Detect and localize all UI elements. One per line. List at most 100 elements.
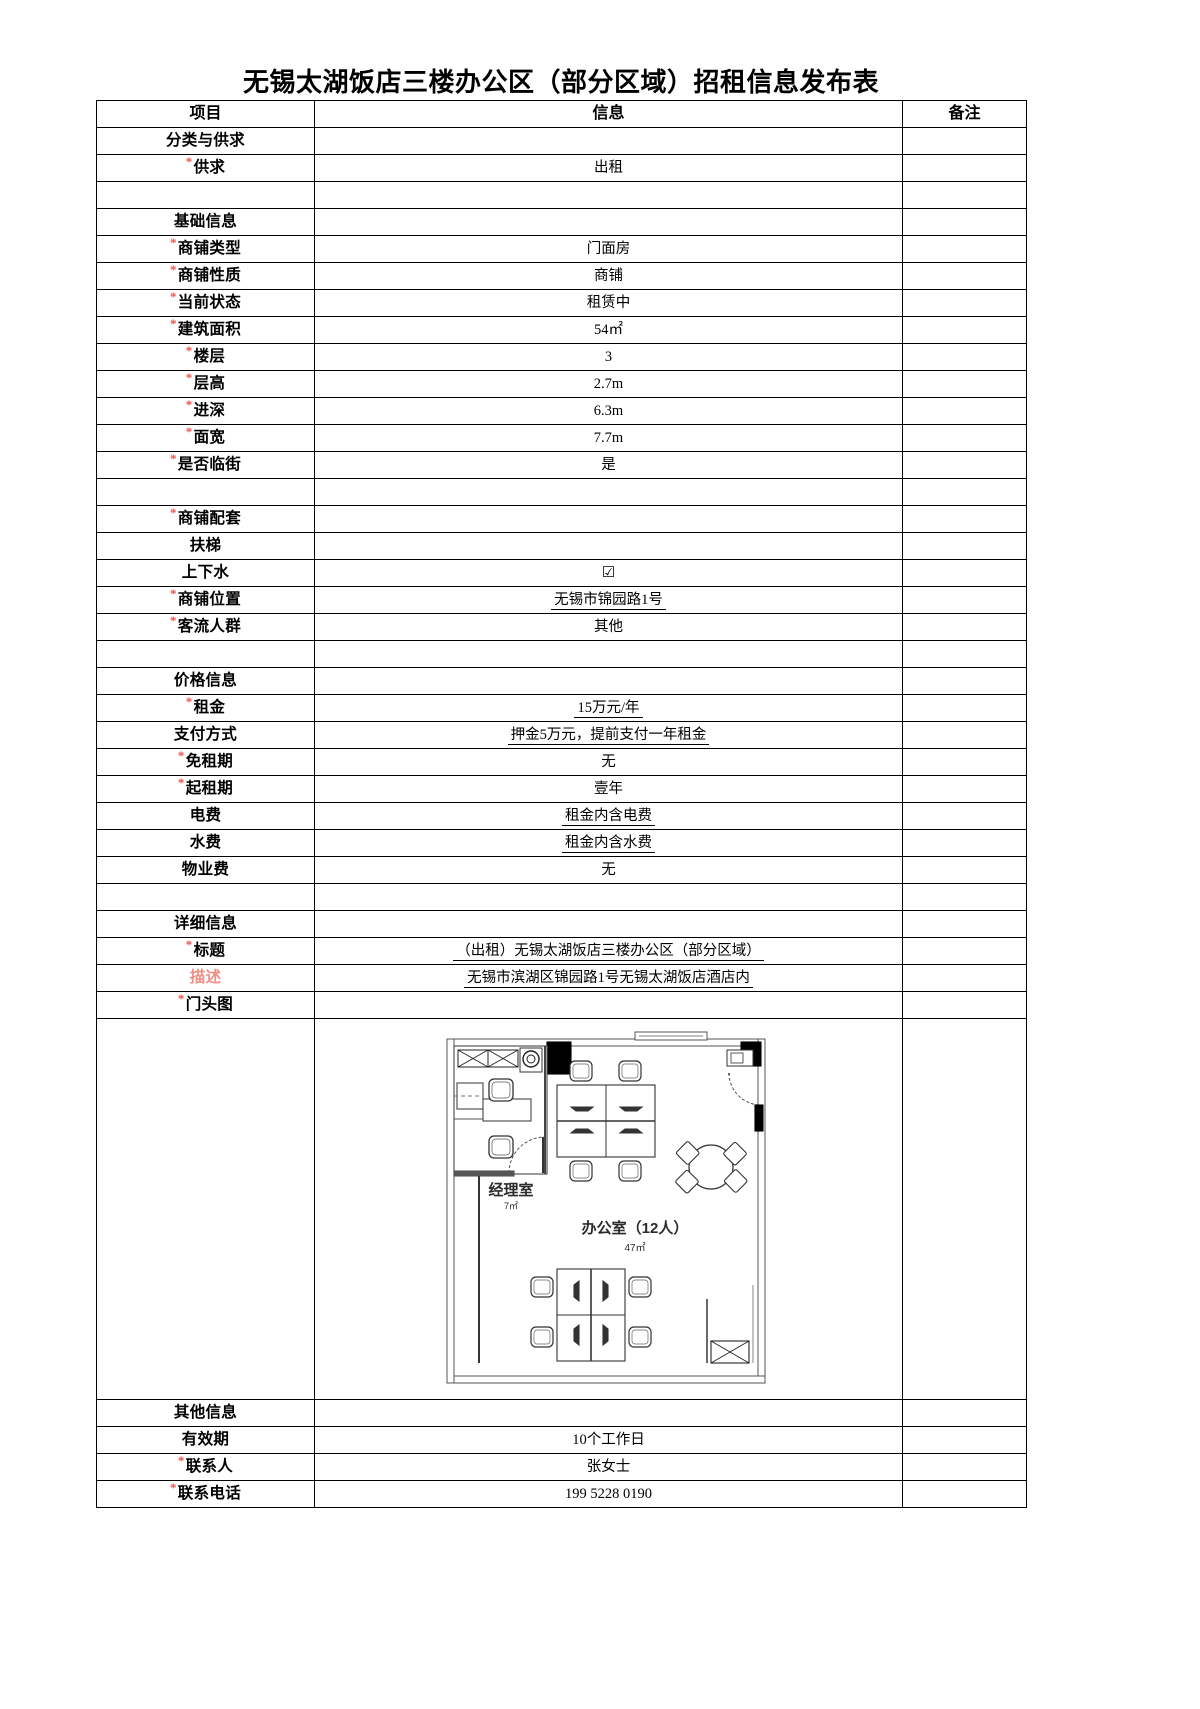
row-note-value <box>902 667 1027 695</box>
row-info-value: 租金内含水费 <box>314 829 903 857</box>
row-info-text: 10个工作日 <box>572 1432 645 1448</box>
row-info-text: 壹年 <box>594 781 623 797</box>
row-note-value <box>902 370 1027 398</box>
row-info-text: ☑ <box>601 565 616 581</box>
row-info-value: ☑ <box>314 559 903 587</box>
table-row: *商铺位置 无锡市锦园路1号 <box>96 586 1027 614</box>
row-item-text: 其他信息 <box>173 1404 238 1421</box>
floorplan-office-label: 办公室（12人） <box>581 1219 688 1237</box>
row-info-text: 54㎡ <box>594 322 623 338</box>
row-info-value: 7.7m <box>314 424 903 452</box>
table-row: 扶梯 <box>96 532 1027 560</box>
row-info-value <box>314 532 903 560</box>
floorplan-office-area: 47㎡ <box>624 1242 645 1254</box>
spacer-row <box>96 640 1027 668</box>
row-info-text: 2.7m <box>593 376 624 392</box>
spacer-cell <box>96 478 315 506</box>
required-asterisk-icon: * <box>169 262 177 277</box>
row-note-value <box>902 964 1027 992</box>
row-info-value: 其他 <box>314 613 903 641</box>
row-info-value <box>314 127 903 155</box>
row-info-text: 6.3m <box>593 403 624 419</box>
required-asterisk-icon: * <box>169 613 177 628</box>
row-info-value: 无 <box>314 856 903 884</box>
table-row: *标题（出租）无锡太湖饭店三楼办公区（部分区域） <box>96 937 1027 965</box>
required-asterisk-icon: * <box>185 370 193 385</box>
row-item-label: *商铺位置 <box>96 586 315 614</box>
required-asterisk-icon: * <box>185 937 193 952</box>
row-item-label: 水费 <box>96 829 315 857</box>
spacer-cell <box>902 883 1027 911</box>
row-item-text: 联系人 <box>185 1458 234 1475</box>
row-info-value: 押金5万元，提前支付一年租金 <box>314 721 903 749</box>
required-asterisk-icon: * <box>185 424 193 439</box>
row-item-label: 详细信息 <box>96 910 315 938</box>
row-item-label: 其他信息 <box>96 1399 315 1427</box>
section-row: *商铺配套 <box>96 505 1027 533</box>
row-item-label: 描述 <box>96 964 315 992</box>
row-info-text: 199 5228 0190 <box>565 1486 652 1502</box>
row-info-text: 无锡市锦园路1号 <box>551 592 666 610</box>
row-item-label: 基础信息 <box>96 208 315 236</box>
floorplan-note-cell <box>902 1018 1027 1400</box>
table-row: *是否临街是 <box>96 451 1027 479</box>
row-note-value <box>902 586 1027 614</box>
required-asterisk-icon: * <box>169 289 177 304</box>
row-item-label: *面宽 <box>96 424 315 452</box>
spacer-cell <box>96 640 315 668</box>
row-note-value <box>902 424 1027 452</box>
row-note-value <box>902 343 1027 371</box>
row-info-value <box>314 1399 903 1427</box>
row-item-label: 有效期 <box>96 1426 315 1454</box>
section-row: 基础信息 <box>96 208 1027 236</box>
row-note-value <box>902 532 1027 560</box>
row-info-value: 壹年 <box>314 775 903 803</box>
spacer-cell <box>96 883 315 911</box>
spacer-row <box>96 478 1027 506</box>
required-asterisk-icon: * <box>177 1453 185 1468</box>
row-info-text: 商铺 <box>594 268 623 284</box>
row-note-value <box>902 397 1027 425</box>
row-note-value <box>902 1480 1027 1508</box>
required-asterisk-icon: * <box>169 235 177 250</box>
row-info-value: 租赁中 <box>314 289 903 317</box>
table-row: *商铺性质商铺 <box>96 262 1027 290</box>
row-info-text: 是 <box>601 457 616 473</box>
row-info-text: 无 <box>601 754 616 770</box>
table-header-row: 项目信息备注 <box>96 100 1027 128</box>
table-row: 上下水 ☑ <box>96 559 1027 587</box>
row-item-text: 有效期 <box>181 1431 230 1448</box>
table-row: 支付方式押金5万元，提前支付一年租金 <box>96 721 1027 749</box>
row-item-text: 层高 <box>193 375 226 392</box>
row-item-label: *起租期 <box>96 775 315 803</box>
row-item-text: 基础信息 <box>173 213 238 230</box>
floorplan-row: 经理室 7㎡ 办公室（12人） 47㎡ <box>96 1018 1027 1400</box>
row-item-text: 起租期 <box>185 780 234 797</box>
row-info-value <box>314 667 903 695</box>
row-note-value <box>902 559 1027 587</box>
row-info-value: 商铺 <box>314 262 903 290</box>
row-item-text: 门头图 <box>185 996 234 1013</box>
floorplan-svg: 经理室 7㎡ 办公室（12人） 47㎡ <box>446 1031 765 1384</box>
row-info-value: 出租 <box>314 154 903 182</box>
row-item-label: 分类与供求 <box>96 127 315 155</box>
row-item-label: 物业费 <box>96 856 315 884</box>
section-row: 价格信息 <box>96 667 1027 695</box>
table-row: *商铺类型门面房 <box>96 235 1027 263</box>
row-item-label: 上下水 <box>96 559 315 587</box>
floorplan-image-cell: 经理室 7㎡ 办公室（12人） 47㎡ <box>314 1018 903 1400</box>
row-item-label: 支付方式 <box>96 721 315 749</box>
row-note-value <box>902 775 1027 803</box>
row-item-text: 标题 <box>193 942 226 959</box>
row-info-value: 门面房 <box>314 235 903 263</box>
row-note-value <box>902 451 1027 479</box>
table-row: *供求出租 <box>96 154 1027 182</box>
row-item-text: 价格信息 <box>173 672 238 689</box>
spacer-row <box>96 883 1027 911</box>
row-info-text: 租金内含水费 <box>562 835 655 853</box>
spacer-row <box>96 181 1027 209</box>
row-item-label: *租金 <box>96 694 315 722</box>
